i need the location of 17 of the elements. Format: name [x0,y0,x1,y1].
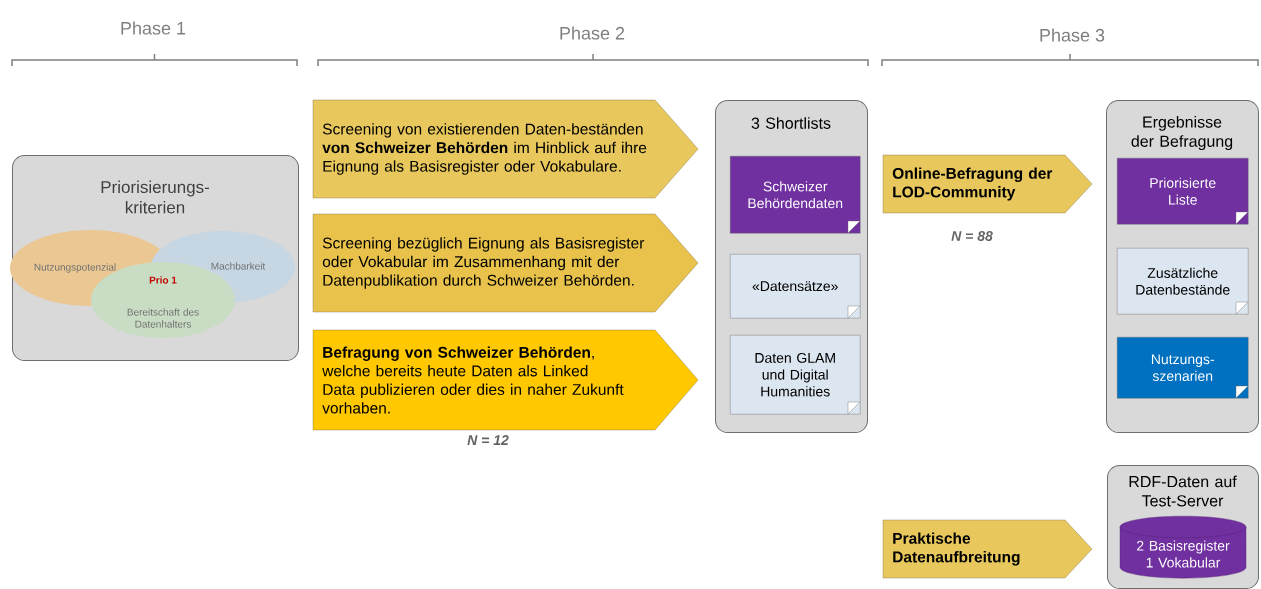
sample-size-label: N = 88 [951,231,993,241]
database-cylinder: 2 Basisregister 1 Vokabular [1119,515,1247,579]
note-card: Priorisierte Liste [1117,158,1249,225]
sample-size-label: N = 12 [467,435,509,445]
phase-heading: Phase 3 [1040,28,1105,42]
pentagon-box: Befragung von Schweizer Behörden, welche bereits heute Daten als Linked Data publizieren oder dies in naher Zukunft vorhaben. [312,329,699,431]
note-card: Nutzungs-szenarien [1117,337,1249,399]
pentagon-box: Praktische Datenaufbreitung [882,519,1093,579]
note-card: Schweizer Behördendaten [730,156,861,234]
phase-heading: Phase 1 [121,21,186,35]
pentagon-box: Screening bezüglich Eignung als Basisregister oder Vokabular im Zusammenhang mit der Datenpublikation durch Schweizer Behörden. [312,213,699,313]
phase-heading: Phase 2 [560,26,625,40]
pentagon-box: Screening von existierenden Daten-beständen von Schweizer Behörden im Hinblick auf ihre Eignung als Basisregister oder Vokabulare. [312,99,699,199]
note-card: «Datensätze» [730,254,861,319]
note-card: Zusätzliche Datenbestände [1117,248,1249,315]
pentagon-box: Online-Befragung der LOD-Community [882,154,1093,214]
note-card: Daten GLAM und Digital Humanities [730,335,861,415]
